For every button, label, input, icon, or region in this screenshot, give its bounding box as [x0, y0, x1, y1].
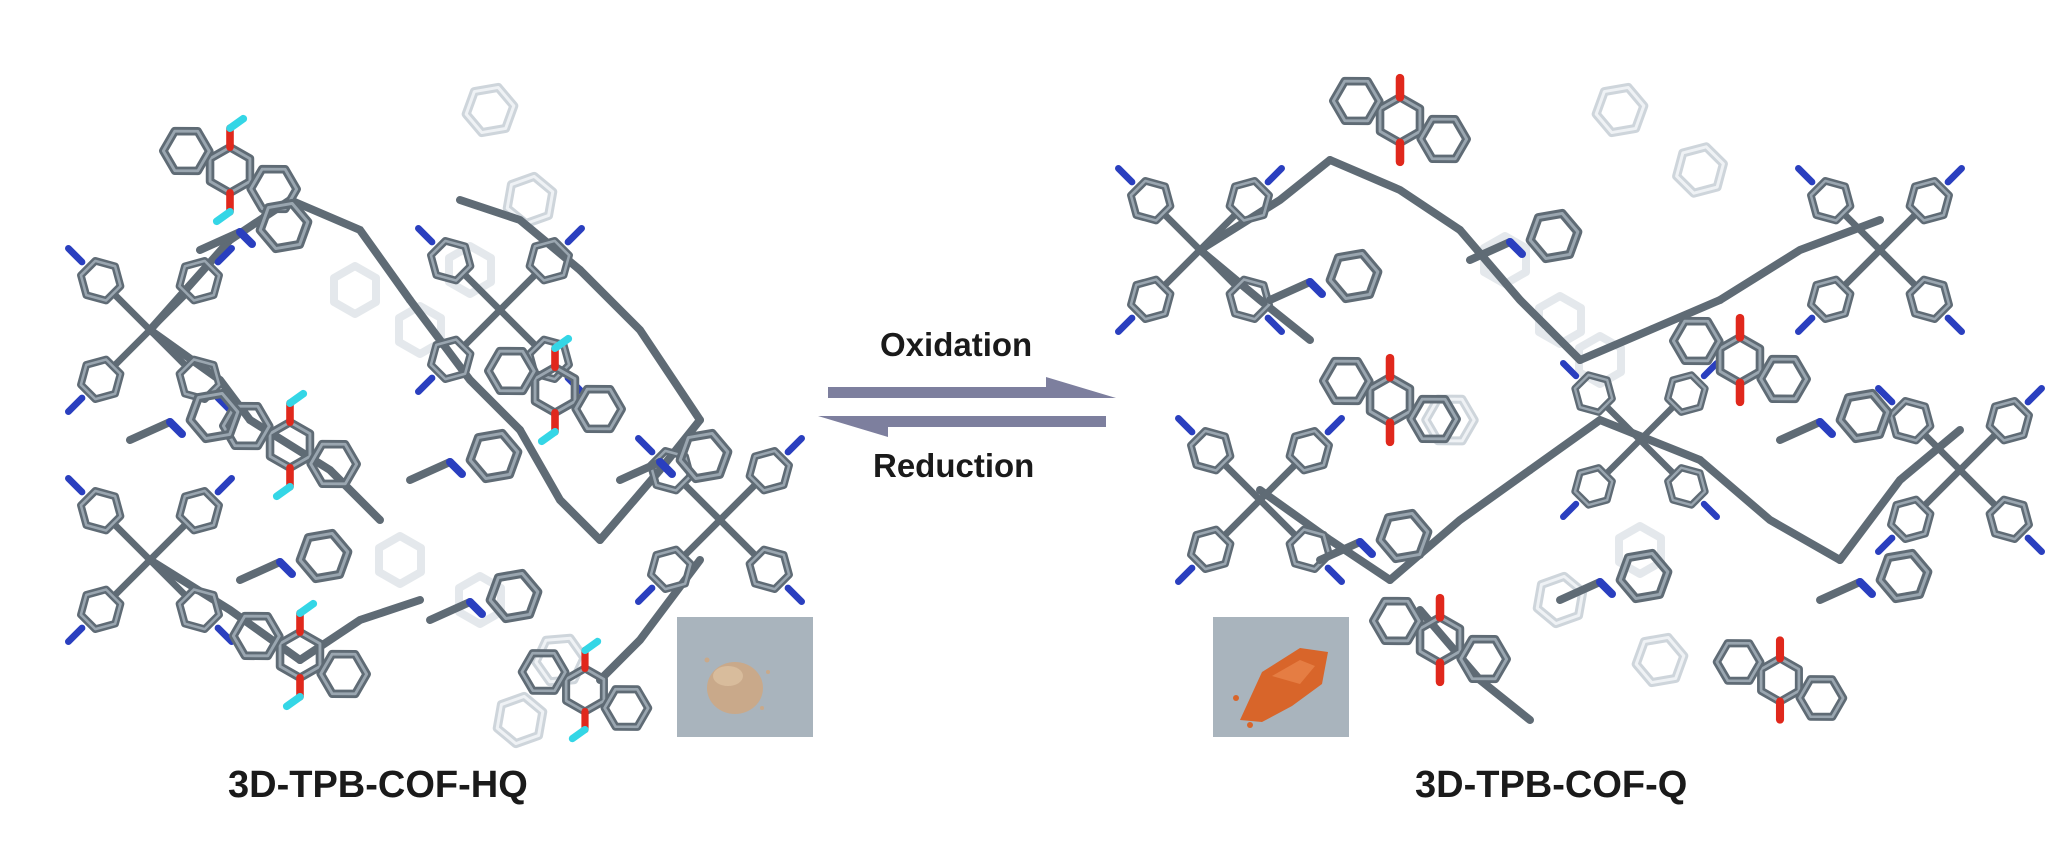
oxidation-arrow	[828, 377, 1116, 398]
cof-hq-structure	[68, 80, 813, 747]
cof-q-structure	[1118, 71, 2041, 737]
cof-hq-label: 3D-TPB-COF-HQ	[228, 764, 528, 806]
cof-q-label: 3D-TPB-COF-Q	[1415, 764, 1688, 806]
oxidation-label: Oxidation	[880, 326, 1033, 363]
reduction-arrow	[818, 416, 1106, 437]
reduction-label: Reduction	[873, 447, 1035, 484]
equilibrium-arrows	[818, 377, 1116, 437]
powder-photo-q	[1213, 617, 1349, 737]
powder-photo-hq	[677, 617, 813, 737]
lattice-bonds	[1196, 156, 1964, 724]
